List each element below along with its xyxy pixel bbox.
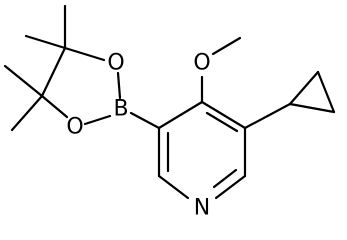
double-bond-c4-n xyxy=(212,168,238,189)
bond-cp-a-b xyxy=(288,70,320,106)
bond-methyl-3 xyxy=(3,64,44,98)
atom-label-o-ring-top: O xyxy=(107,51,124,76)
atom-label-o-methoxy: O xyxy=(193,51,210,76)
bond-o-bottom-c xyxy=(40,94,69,119)
atom-label-n: N xyxy=(194,196,210,221)
structure-drawing: N B O O O xyxy=(3,4,336,221)
bond-cp-c-a xyxy=(288,102,336,114)
bond-c4-n xyxy=(214,174,247,200)
atom-labels: N B O O O xyxy=(66,51,210,221)
bond-methyl-2 xyxy=(24,34,67,50)
bond-c3-cyclopropyl xyxy=(243,102,292,130)
bond-cp-b-c xyxy=(316,70,336,114)
bond-b-o-top xyxy=(116,71,122,100)
bond-c-c-ring xyxy=(40,46,67,98)
bond-c6-b xyxy=(129,111,161,130)
atom-label-o-ring-bottom: O xyxy=(66,115,83,140)
cyclopropyl-group xyxy=(243,70,336,130)
double-bond-c2-c3 xyxy=(205,111,239,133)
bond-c2-c3 xyxy=(200,100,247,130)
bond-o-top-c xyxy=(63,46,106,62)
pyridine-ring xyxy=(157,100,247,200)
molecule-diagram: N B O O O xyxy=(3,4,336,221)
boronate-ester-group xyxy=(3,4,161,132)
methoxy-group xyxy=(200,36,242,104)
bond-c6-c2 xyxy=(157,100,204,130)
atom-label-b: B xyxy=(113,97,128,122)
bond-b-o-bottom xyxy=(83,114,112,126)
bond-n-c5 xyxy=(157,174,190,200)
bond-o-methyl xyxy=(211,36,242,56)
bond-methyl-4 xyxy=(10,94,44,132)
